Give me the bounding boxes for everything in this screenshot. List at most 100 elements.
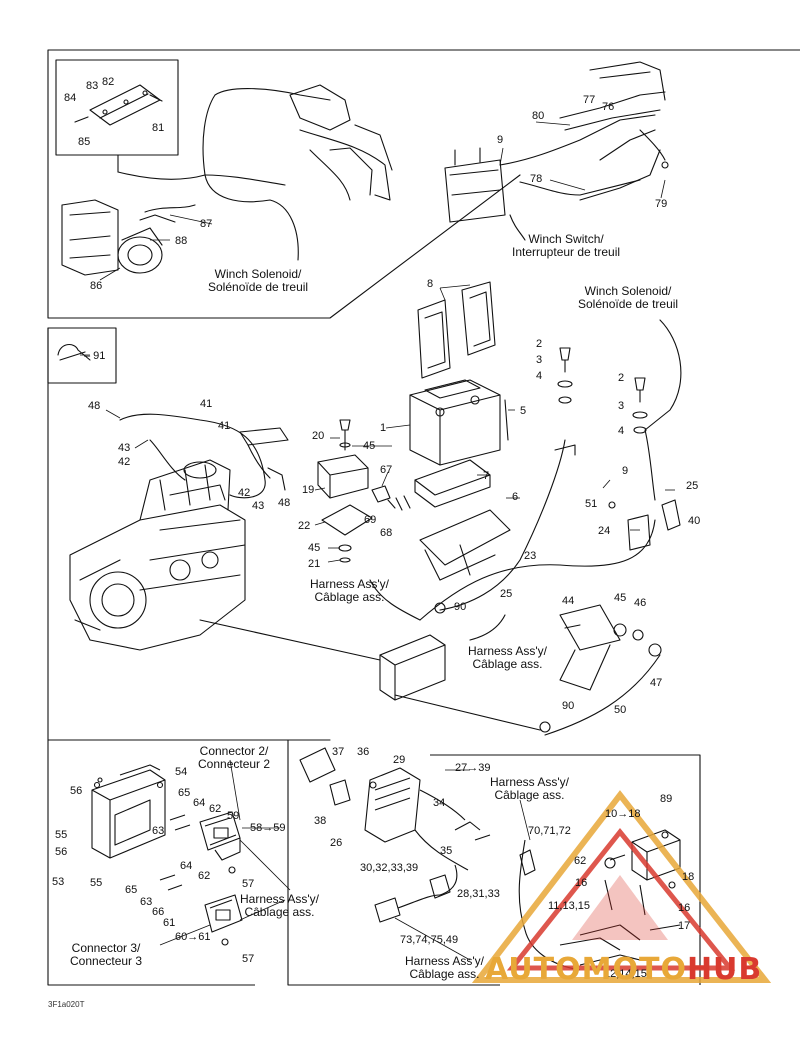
callout: 90 [454,601,467,613]
caption-line: Interrupteur de treuil [512,245,621,259]
electronic-module [91,764,166,859]
caption-winch-solenoid-top: Winch Solenoid/ Solénoïde de treuil [208,268,308,294]
callout: 12,14,15 [604,968,647,980]
callout: 2 [618,372,625,384]
winch-solenoid-cable [644,319,682,501]
callout: 40 [688,515,701,527]
callout: 70,71,72 [528,825,571,837]
harness-wire [414,789,469,871]
callout: – 91 [84,350,106,362]
handlebar-housing [289,84,393,201]
callout: 5 [520,405,527,417]
callout: 50 [614,704,627,716]
mounting-bracket [559,604,662,691]
caption-line: Harness Ass'y/ [490,775,569,789]
watermark-part-2: HUB [686,952,763,987]
caption-harness-bottom-left: Harness Ass'y/ Câblage ass. [240,893,319,919]
inset-box [55,59,179,156]
battery [409,379,501,466]
callout: 9 [497,134,504,146]
callout: 16 [678,902,691,914]
callout: 23 [524,550,537,562]
callout: 45 [363,440,376,452]
caption-line: Harness Ass'y/ [240,892,319,906]
engine-assembly [69,459,246,651]
callout: 64 [180,860,193,872]
callout: 67 [380,464,393,476]
callout: 55 [55,829,68,841]
callout: 80 [532,110,545,122]
callout: 58→59 [250,822,286,834]
callout: 81 [152,122,165,134]
caption-line: Winch Solenoid/ [214,267,302,281]
caption-connector-2: Connector 2/ Connecteur 2 [198,745,270,771]
callout: 38 [314,815,327,827]
callout: 84 [64,92,77,104]
callout: 19 [302,484,315,496]
caption-winch-solenoid-right: Winch Solenoid/ Solénoïde de treuil [578,285,678,311]
caption-line: Câblage ass. [314,590,385,604]
callout: 90 [562,700,575,712]
callout: 18 [682,871,695,883]
callout: 83 [86,80,99,92]
caption-line: Winch Solenoid/ [584,284,672,298]
callout: 22 [298,520,311,532]
callout: 9 [622,465,629,477]
callout: 29 [393,754,406,766]
callout: 45 [308,542,321,554]
ground-cable [419,519,656,621]
tie-wrap [57,344,91,361]
callout: 82 [102,76,115,88]
callout: 25 [500,588,513,600]
callout: 76 [602,101,615,113]
caption-line: Câblage ass. [494,788,565,802]
callout: 60→61 [175,931,211,943]
callout: 45 [614,592,627,604]
callout: 48 [88,400,101,412]
callout: 79 [655,198,668,210]
callout: 8 [427,278,434,290]
callout: 66 [152,906,165,918]
callout: 27→39 [455,762,491,774]
callout: 34 [433,797,446,809]
callout: 16 [575,877,588,889]
fastener-stack-right [632,377,648,434]
callout: 42 [118,456,131,468]
battery-holder [419,509,511,581]
callout: 44 [562,595,575,607]
callout: 4 [618,425,625,437]
caption-line: Connector 3/ [71,941,141,955]
callout: 56 [70,785,83,797]
callout: 53 [52,876,65,888]
callout: 85 [78,136,91,148]
callout: 46 [634,597,647,609]
relay-bracket [608,499,681,551]
caption-line: Câblage ass. [472,657,543,671]
tie-wrap-box [47,327,117,384]
callout: 56 [55,846,68,858]
callout: 68 [380,527,393,539]
caption-line: Câblage ass. [244,905,315,919]
callout: 59 [227,810,240,822]
callout: 86 [90,280,103,292]
caption-winch-switch: Winch Switch/ Interrupteur de treuil [512,233,620,259]
callout: 20 [312,430,325,442]
connector-2-housing [199,811,241,861]
housing-37 [299,747,336,783]
callout: 88 [175,235,188,247]
callout: 35 [440,845,453,857]
battery-cable [439,439,566,611]
bracket-detail [74,84,163,126]
callout: 11,13,15 [548,900,591,912]
drawing-reference-code: 3F1a020T [48,1000,85,1009]
callout: 41 [200,398,213,410]
caption-harness-right: Harness Ass'y/ Câblage ass. [468,645,547,671]
callout: 54 [175,766,188,778]
callout: 28,31,33 [457,888,500,900]
battery-tray [414,459,491,508]
starter-solenoid [379,634,446,701]
top-panel-frame [47,49,800,319]
callout: 4 [536,370,543,382]
caption-line: Solénoïde de treuil [208,280,309,294]
